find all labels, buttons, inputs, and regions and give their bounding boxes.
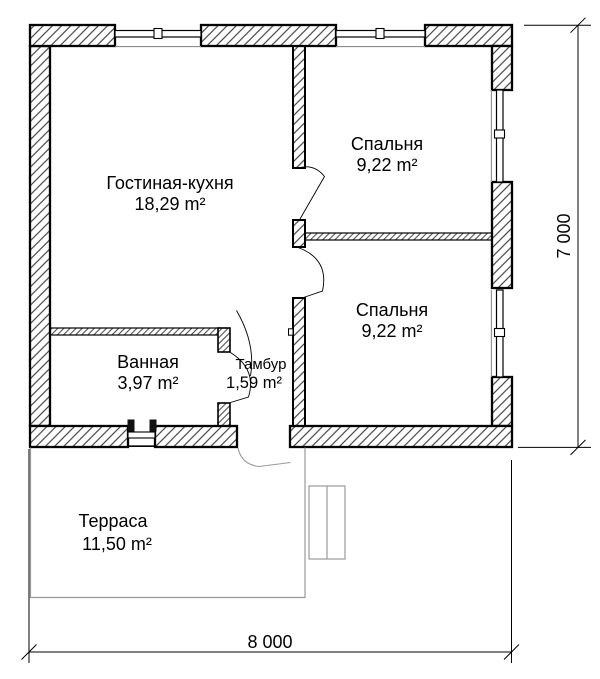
bottom-wall-right [288,424,514,449]
bathroom-window [127,431,156,439]
bedroom-1-area: 9,22 m² [356,155,417,175]
dimension-tick [503,644,520,660]
terrace-outline [29,447,346,599]
vestibule-name: Тамбур [236,356,287,373]
dimension-lines [21,17,591,663]
window-mullion [493,129,506,139]
height-dimension-label: 7 000 [554,213,574,258]
bedroom-divider-wall [299,232,496,241]
bathroom-door-jamb-bottom [217,402,231,427]
front-door-swing [237,447,291,468]
bathroom-door-jamb-top [217,327,231,353]
top-wall-middle [199,23,338,48]
door-latch-jamb [288,328,294,336]
top-wall-left [28,23,117,48]
window-mullion [375,27,385,40]
window-mullion [153,27,163,40]
bedroom-2-door-swing [297,247,325,298]
living-kitchen-name: Гостиная-кухня [106,173,233,193]
bottom-wall-left [28,424,130,449]
dimension-tick [570,439,586,456]
dimension-tick [21,644,37,660]
bathroom-door-swing [230,352,252,403]
window-mullion [493,327,506,338]
left-wall [28,44,52,428]
top-wall-right [423,23,514,48]
windows [114,27,506,448]
terrace-area: 11,50 m² [82,534,152,554]
right-wall-bottom [490,375,514,428]
bathroom-top-wall [39,327,221,336]
bathroom-name: Ванная [117,352,179,372]
living-kitchen-area: 18,29 m² [134,194,205,214]
bathroom-area: 3,97 m² [117,373,178,393]
room-labels: Гостиная-кухня 18,29 m² Спальня 9,22 m² … [78,134,428,554]
partition-wall-pier [292,219,306,248]
terrace-name: Терраса [78,511,148,531]
terrace-border [29,447,306,599]
bottom-wall-middle [153,424,239,449]
bedroom-1-door-swing [298,166,326,220]
width-dimension-label: 8 000 [247,632,292,652]
dimension-tick [570,17,586,34]
interior-walls [39,25,496,443]
vestibule-door-swing-line [236,310,253,377]
partition-wall-upper [292,25,306,169]
doors [230,166,326,468]
bedroom-2-area: 9,22 m² [361,321,422,341]
partition-wall-lower [292,297,306,443]
bathroom-window-jamb [127,419,135,432]
right-wall-top [490,44,514,92]
right-wall-middle [490,180,514,290]
dimension-labels: 8 000 7 000 [247,213,574,652]
vestibule-area: 1,59 m² [226,374,282,392]
bedroom-1-name: Спальня [351,134,423,154]
bedroom-2-name: Спальня [356,300,428,320]
bathroom-window-jamb [149,419,157,432]
